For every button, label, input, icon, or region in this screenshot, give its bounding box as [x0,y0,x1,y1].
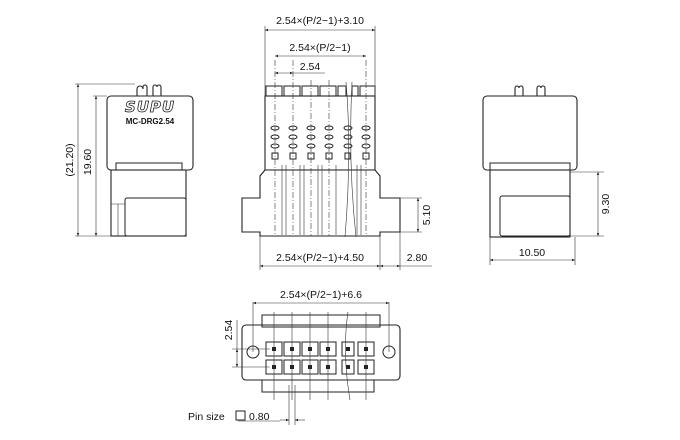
base-width-dim: 2.54×(P/2−1)+4.50 [276,252,364,264]
pitch-span-dim: 2.54×(P/2−1) [289,42,350,54]
pitch-dim: 2.54 [300,61,321,73]
flange-height-dim: 5.10 [421,205,433,226]
side-view: SUPU MC-DRG2.54 (21.20) 19.60 [64,83,194,237]
right-view: 9.30 10.50 [482,85,612,265]
body-height-dim: 19.60 [82,149,94,175]
front-view: 2.54×(P/2−1)+3.10 2.54×(P/2−1) 2.54 2.54… [241,15,433,270]
right-depth-dim: 10.50 [519,247,545,259]
pin-size-value: 0.80 [249,411,270,423]
model-label: MC-DRG2.54 [126,117,175,126]
flange-width-dim: 2.80 [407,252,428,264]
pin-size-label: Pin size [188,411,225,423]
top-width-dim: 2.54×(P/2−1)+3.10 [276,15,364,27]
square-symbol-icon [235,410,246,421]
bottom-width-dim: 2.54×(P/2−1)+6.6 [280,289,362,301]
right-height-dim: 9.30 [600,194,612,215]
row-pitch-dim: 2.54 [223,320,235,341]
bottom-view: 2.54×(P/2−1)+6.6 2.54 Pin size 0.80 [188,289,401,425]
logo: SUPU [125,98,175,116]
overall-height-dim: (21.20) [64,143,76,176]
